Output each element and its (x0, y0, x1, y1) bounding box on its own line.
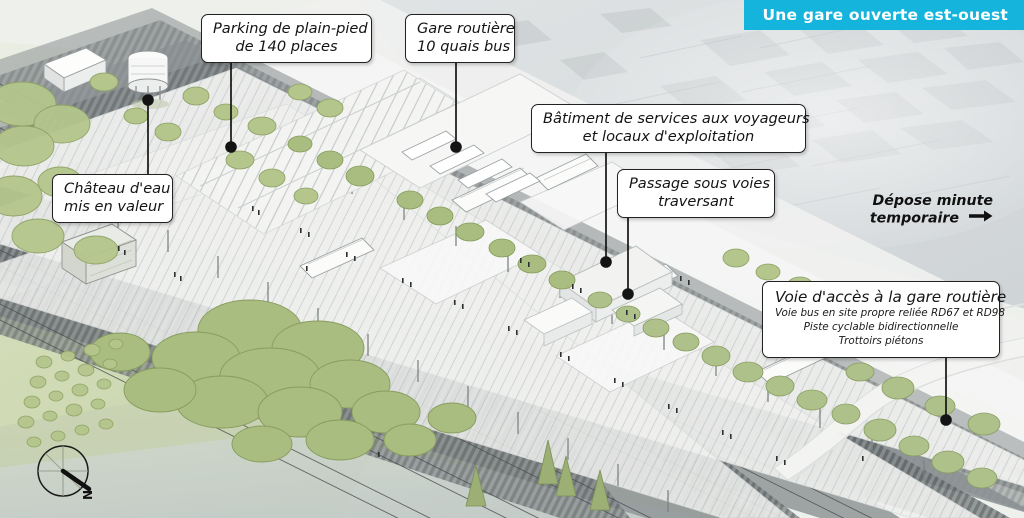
callout-voie-acces-dot (940, 414, 952, 426)
callout-leader-lines (142, 61, 952, 426)
label-depose-minute-line1: Dépose minute (872, 193, 993, 209)
callout-passage-sous-voies-line-1: Passage sous voies (629, 175, 770, 192)
label-depose-minute-line2: temporaire (845, 210, 993, 228)
bus-station (359, 73, 581, 203)
callout-parking-line-1: Parking de plain-pied (213, 20, 368, 37)
callout-gare-routiere-line-2: 10 quais bus (417, 37, 511, 55)
buses (401, 130, 541, 203)
callout-gare-routiere-dot (450, 141, 462, 153)
callout-gare-routiere-line-1: Gare routière (417, 20, 515, 37)
callout-voie-acces-title: Voie d'accès à la gare routière (775, 288, 1007, 306)
callout-voie-acces-subline-3: Trottoirs piétons (838, 334, 924, 347)
callout-passage-sous-voies-dot (622, 288, 634, 300)
compass-rose: N (32, 440, 104, 516)
corridor-trees-right (587, 291, 1001, 489)
callout-parking-dot (225, 141, 237, 153)
callout-chateau-eau-line-2: mis en valeur (64, 197, 164, 215)
compass-north-letter: N (81, 490, 95, 500)
conifers (465, 439, 611, 511)
callout-batiment-services-dot (600, 256, 612, 268)
woodland-bottom-left (89, 299, 477, 463)
callout-passage-sous-voies-line-2: traversant (658, 192, 734, 210)
woodland-left (0, 81, 119, 265)
water-tower (127, 50, 169, 109)
corridor-trees-middle (287, 135, 576, 290)
callout-batiment-services-line-2: et locaux d'exploitation (582, 127, 755, 145)
orchard (17, 338, 124, 448)
callout-voie-acces-subline-1: Voie bus en site propre reliée RD67 et R… (775, 307, 1005, 320)
ancillary-building (523, 297, 593, 347)
label-depose-minute: Dépose minute temporaire (845, 193, 993, 228)
header-banner: Une gare ouverte est-ouest (744, 0, 1024, 30)
callout-voie-acces-subline-2: Piste cyclable bidirectionnelle (803, 321, 959, 334)
header-banner-text: Une gare ouverte est-ouest (762, 6, 1008, 24)
corridor-trees-upper (89, 72, 344, 205)
people-figures (118, 206, 864, 465)
callout-chateau-eau-line-1: Château d'eau (64, 180, 171, 197)
callout-chateau-eau-dot (142, 94, 154, 106)
trees (0, 72, 1001, 511)
callout-batiment-services-line-1: Bâtiment de services aux voyageurs (543, 110, 810, 127)
right-arrow-icon (969, 210, 993, 227)
callout-parking-line-2: de 140 places (235, 37, 338, 55)
label-depose-minute-line2-text: temporaire (869, 210, 960, 227)
